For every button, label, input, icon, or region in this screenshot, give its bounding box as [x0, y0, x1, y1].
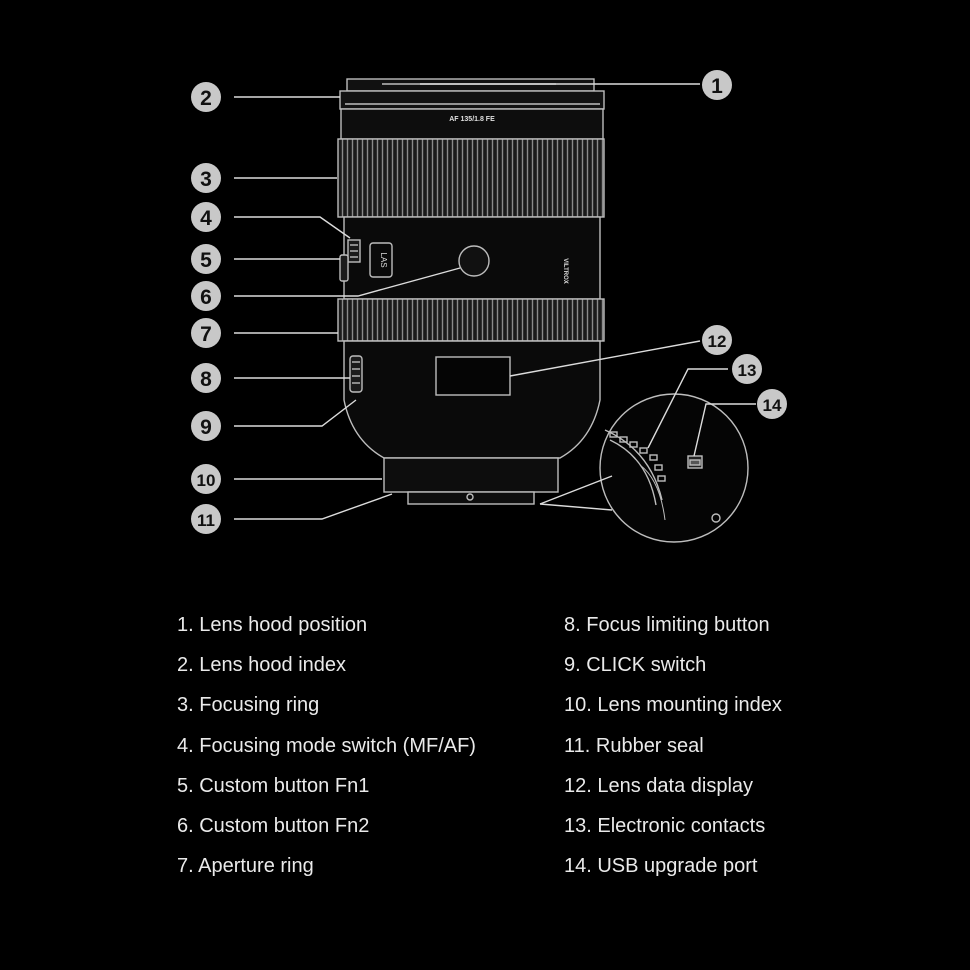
lens-hood-bayonet	[339, 78, 605, 110]
callout-number: 8	[200, 368, 212, 391]
legend-item: 5. Custom button Fn1	[177, 774, 370, 797]
callout-number: 1	[711, 75, 723, 98]
callout-number: 2	[200, 87, 212, 110]
legend-item: 7. Aperture ring	[177, 855, 314, 878]
callouts: 1 2 3 4 5 6 7 8 9 10 11 12 13 14	[191, 70, 787, 534]
callout-1: 1	[702, 70, 732, 100]
callout-13: 13	[732, 354, 762, 384]
usb-upgrade-port	[689, 459, 701, 466]
callout-number: 10	[197, 471, 216, 490]
las-switch-panel	[369, 242, 393, 278]
inset-pointer-lines	[539, 475, 613, 511]
leader-line-13	[647, 368, 728, 449]
callout-number: 9	[200, 416, 212, 439]
lens-data-display	[435, 356, 511, 396]
electronic-contacts	[609, 431, 666, 482]
custom-button-fn1[interactable]	[339, 254, 349, 282]
legend-right-column: 8. Focus limiting button 9. CLICK switch…	[564, 612, 782, 893]
legend-item: 12. Lens data display	[564, 774, 754, 797]
legend-item: 10. Lens mounting index	[564, 694, 782, 717]
callout-number: 5	[200, 249, 212, 272]
lens-brand-text: VILTROX	[562, 258, 568, 284]
lens-lower-barrel	[343, 340, 601, 459]
callout-number: 4	[200, 207, 212, 230]
callout-number: 3	[200, 168, 212, 191]
callout-5: 5	[191, 244, 221, 274]
legend-item: 8. Focus limiting button	[564, 614, 770, 636]
lens-name-band	[340, 108, 604, 140]
legend-item: 6. Custom button Fn2	[177, 814, 370, 837]
callout-12: 12	[702, 325, 732, 355]
custom-button-fn2[interactable]	[458, 245, 490, 277]
callout-number: 13	[738, 361, 757, 380]
legend-item: 13. Electronic contacts	[564, 814, 766, 837]
focusing-ring[interactable]	[337, 138, 605, 218]
callout-6: 6	[191, 281, 221, 311]
callout-8: 8	[191, 363, 221, 393]
callout-number: 6	[200, 286, 212, 309]
legend-item: 3. Focusing ring	[177, 694, 320, 717]
leader-line-12	[509, 340, 701, 377]
legend-item: 2. Lens hood index	[177, 654, 347, 677]
mount-detail-inset	[599, 393, 749, 543]
lens-model-text: AF 135/1.8 FE	[449, 116, 495, 123]
lens-mount	[383, 457, 559, 505]
legend-left-column: 1. Lens hood position 2. Lens hood index…	[177, 612, 476, 893]
aperture-ring[interactable]	[337, 298, 605, 342]
legend-item: 14. USB upgrade port	[564, 855, 758, 878]
callout-number: 7	[200, 323, 212, 346]
leader-lines	[234, 83, 756, 520]
callout-9: 9	[191, 411, 221, 441]
leader-line-6	[234, 267, 461, 297]
callout-3: 3	[191, 163, 221, 193]
callout-4: 4	[191, 202, 221, 232]
callout-2: 2	[191, 82, 221, 112]
callout-number: 12	[708, 332, 727, 351]
callout-10: 10	[191, 464, 221, 494]
legend-item: 4. Focusing mode switch (MF/AF)	[177, 734, 476, 757]
legend-item: 1. Lens hood position	[177, 614, 368, 636]
las-switch-text: LAS	[379, 252, 388, 267]
callout-11: 11	[191, 504, 221, 534]
leader-line-4	[234, 216, 351, 239]
legend-item: 9. CLICK switch	[564, 654, 707, 677]
focus-mode-switch[interactable]	[347, 239, 361, 263]
lens-diagram: AF 135/1.8 FE VILTROX LAS 1 2 3 4 5 6 7 …	[191, 70, 787, 543]
callout-number: 14	[763, 396, 782, 415]
focus-limiting-button[interactable]	[349, 355, 363, 393]
leader-line-9	[234, 399, 357, 427]
callout-number: 11	[197, 511, 215, 530]
leader-line-11	[234, 493, 393, 520]
callout-7: 7	[191, 318, 221, 348]
callout-14: 14	[757, 389, 787, 419]
leader-line-14	[693, 403, 756, 457]
legend-item: 11. Rubber seal	[564, 734, 704, 757]
